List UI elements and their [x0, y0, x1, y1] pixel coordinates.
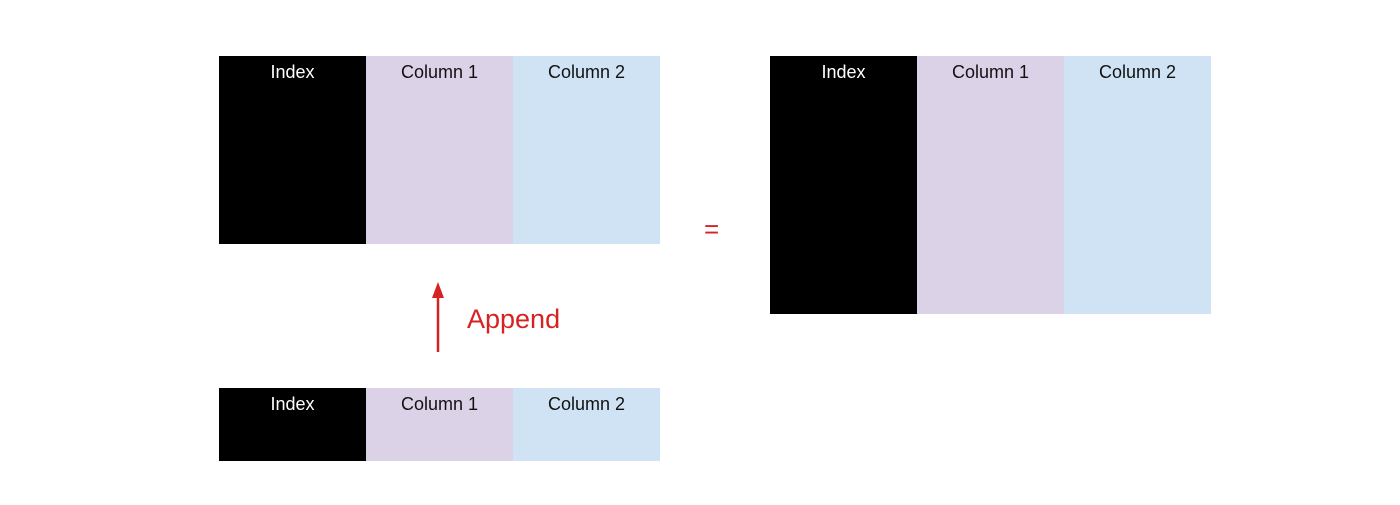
bottom-dataframe: Index Column 1 Column 2: [219, 388, 660, 461]
column-2: Column 2: [513, 388, 660, 461]
append-label: Append: [467, 304, 561, 334]
index-column: Index: [219, 56, 366, 244]
column-1: Column 1: [366, 56, 513, 244]
column-2: Column 2: [513, 56, 660, 244]
equals-sign: =: [704, 214, 720, 244]
result-dataframe: Index Column 1 Column 2: [770, 56, 1211, 314]
column-2: Column 2: [1064, 56, 1211, 314]
index-column: Index: [219, 388, 366, 461]
arrow-up-icon: [432, 282, 444, 352]
top-dataframe: Index Column 1 Column 2: [219, 56, 660, 244]
index-column: Index: [770, 56, 917, 314]
column-1: Column 1: [917, 56, 1064, 314]
column-1: Column 1: [366, 388, 513, 461]
